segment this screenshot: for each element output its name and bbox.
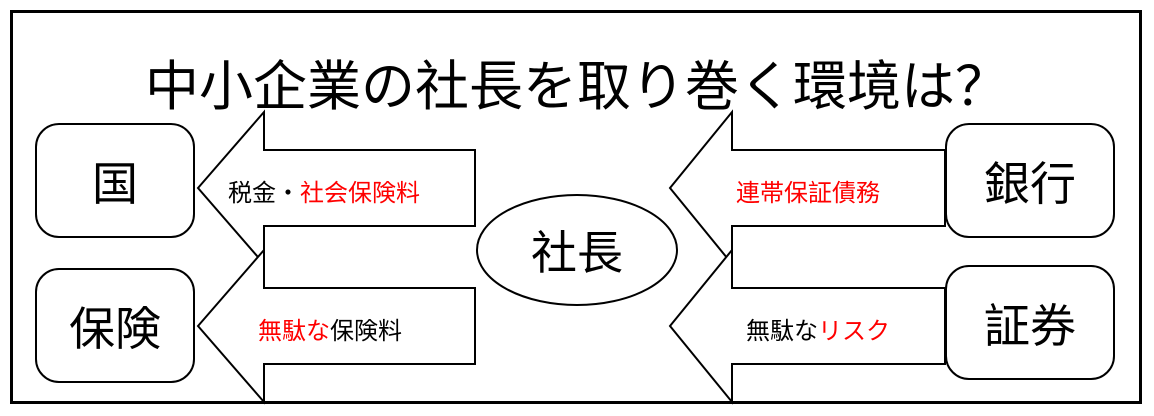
entity-shoken-label: 証券 — [984, 298, 1076, 353]
arrow-kuni-text-red: 社会保険料 — [300, 179, 420, 207]
entity-hoken-label: 保険 — [69, 301, 161, 356]
arrow-hoken-text-black: 保険料 — [330, 317, 402, 345]
arrow-ginko-label: 連帯保証債務 — [736, 173, 880, 208]
arrow-kuni-text-black: 税金・ — [228, 179, 300, 207]
diagram-frame — [10, 10, 1142, 404]
arrow-shoken-label: 無駄なリスク — [746, 311, 890, 346]
arrow-hoken-label: 無駄な保険料 — [258, 311, 402, 346]
arrow-hoken-text-red: 無駄な — [258, 317, 330, 345]
center-ellipse — [476, 194, 678, 306]
arrow-kuni-label: 税金・社会保険料 — [228, 173, 420, 208]
entity-shoken: 証券 — [945, 265, 1115, 380]
entity-ginko-label: 銀行 — [984, 156, 1076, 211]
arrow-ginko-text-red: 連帯保証債務 — [736, 179, 880, 207]
entity-kuni-label: 国 — [92, 156, 138, 211]
arrow-shoken-text-black: 無駄な — [746, 317, 818, 345]
entity-hoken: 保険 — [35, 268, 195, 383]
center-label: 社長 — [477, 195, 677, 305]
arrow-shoken-text-red: リスク — [818, 317, 890, 345]
entity-kuni: 国 — [35, 123, 195, 238]
center-text: 社長 — [531, 226, 623, 280]
entity-ginko: 銀行 — [945, 123, 1115, 238]
arrow-hoken — [196, 247, 476, 405]
diagram-title: 中小企業の社長を取り巻く環境は？ — [145, 55, 1009, 118]
